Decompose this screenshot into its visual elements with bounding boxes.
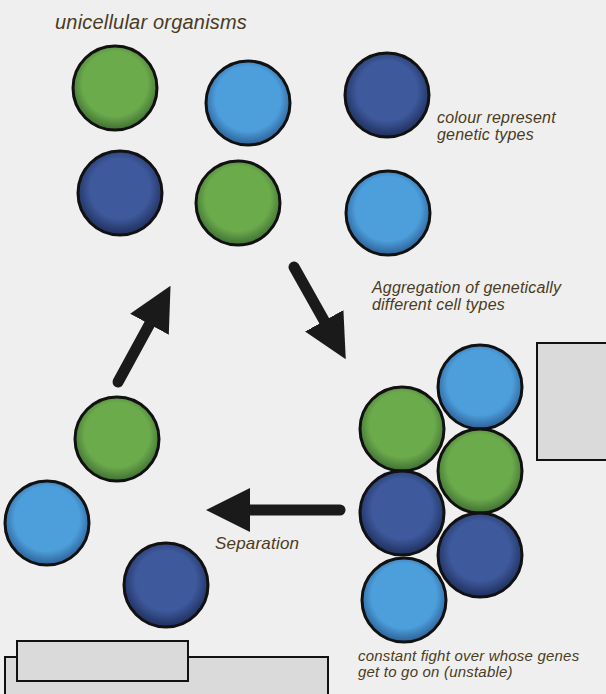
note-label: colour represent genetic types bbox=[437, 110, 601, 144]
blank-boxes bbox=[5, 343, 606, 694]
note-label: unicellular organisms bbox=[55, 12, 315, 33]
cycle-arrows bbox=[118, 267, 340, 510]
note-label: Aggregation of genetically different cel… bbox=[372, 280, 602, 314]
note-label: Separation bbox=[215, 535, 335, 553]
note-label: constant fight over whose genes get to g… bbox=[358, 648, 602, 680]
